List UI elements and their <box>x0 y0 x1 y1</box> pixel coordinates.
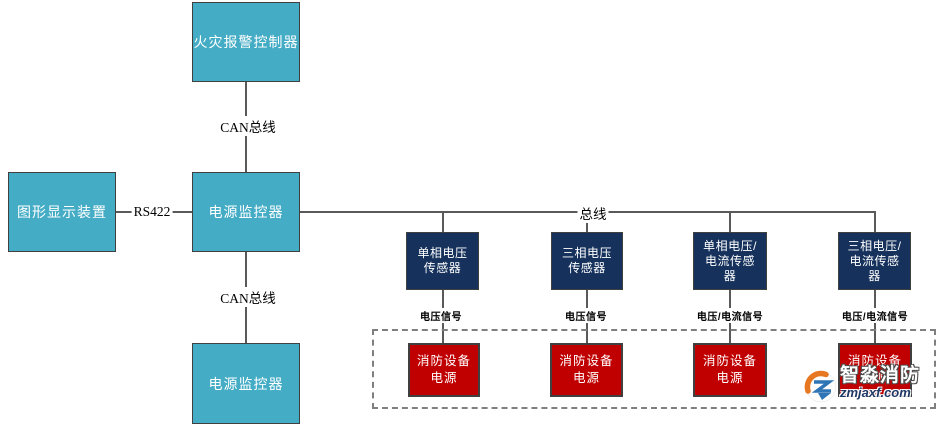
node-power-monitor-2: 电源监控器 <box>192 343 300 424</box>
signal-label-4: 电压/电流信号 <box>840 308 910 323</box>
watermark: 智淼消防 zmjaxf.com <box>804 366 920 404</box>
watermark-site: zmjaxf.com <box>840 385 911 400</box>
node-fire-alarm-controller: 火灾报警控制器 <box>192 2 300 82</box>
node-graphic-display: 图形显示装置 <box>8 172 116 252</box>
watermark-brand: 智淼消防 <box>840 365 921 386</box>
device-group-boundary <box>372 329 936 409</box>
watermark-logo-icon <box>804 370 837 403</box>
signal-label-1: 电压信号 <box>419 308 463 323</box>
node-sensor-single-phase-voltage-current: 单相电压/ 电流传感 器 <box>693 232 767 290</box>
bus-branch-line-3 <box>729 211 731 232</box>
edge-can-bus-top-label: CAN总线 <box>218 116 278 136</box>
node-sensor-three-phase-voltage-current: 三相电压/ 电流传感 器 <box>838 232 911 290</box>
node-fire-equipment-power-4: 消防设备 电源 <box>838 343 912 397</box>
node-sensor-three-phase-voltage: 三相电压 传感器 <box>551 232 623 290</box>
node-fire-equipment-power-2: 消防设备 电源 <box>550 343 623 397</box>
bus-branch-line-1 <box>442 211 444 232</box>
node-power-monitor: 电源监控器 <box>192 172 300 252</box>
node-fire-equipment-power-3: 消防设备 电源 <box>693 343 767 397</box>
node-fire-equipment-power-1: 消防设备 电源 <box>408 343 480 397</box>
node-sensor-single-phase-voltage: 单相电压 传感器 <box>406 232 479 290</box>
edge-can-bus-bottom-label: CAN总线 <box>218 287 278 307</box>
bus-branch-line-4 <box>874 211 876 232</box>
signal-label-2: 电压信号 <box>564 308 608 323</box>
watermark-texts: 智淼消防 zmjaxf.com <box>840 366 920 400</box>
bus-label: 总线 <box>577 203 609 223</box>
signal-label-3: 电压/电流信号 <box>695 308 765 323</box>
edge-rs422-label: RS422 <box>131 204 173 220</box>
